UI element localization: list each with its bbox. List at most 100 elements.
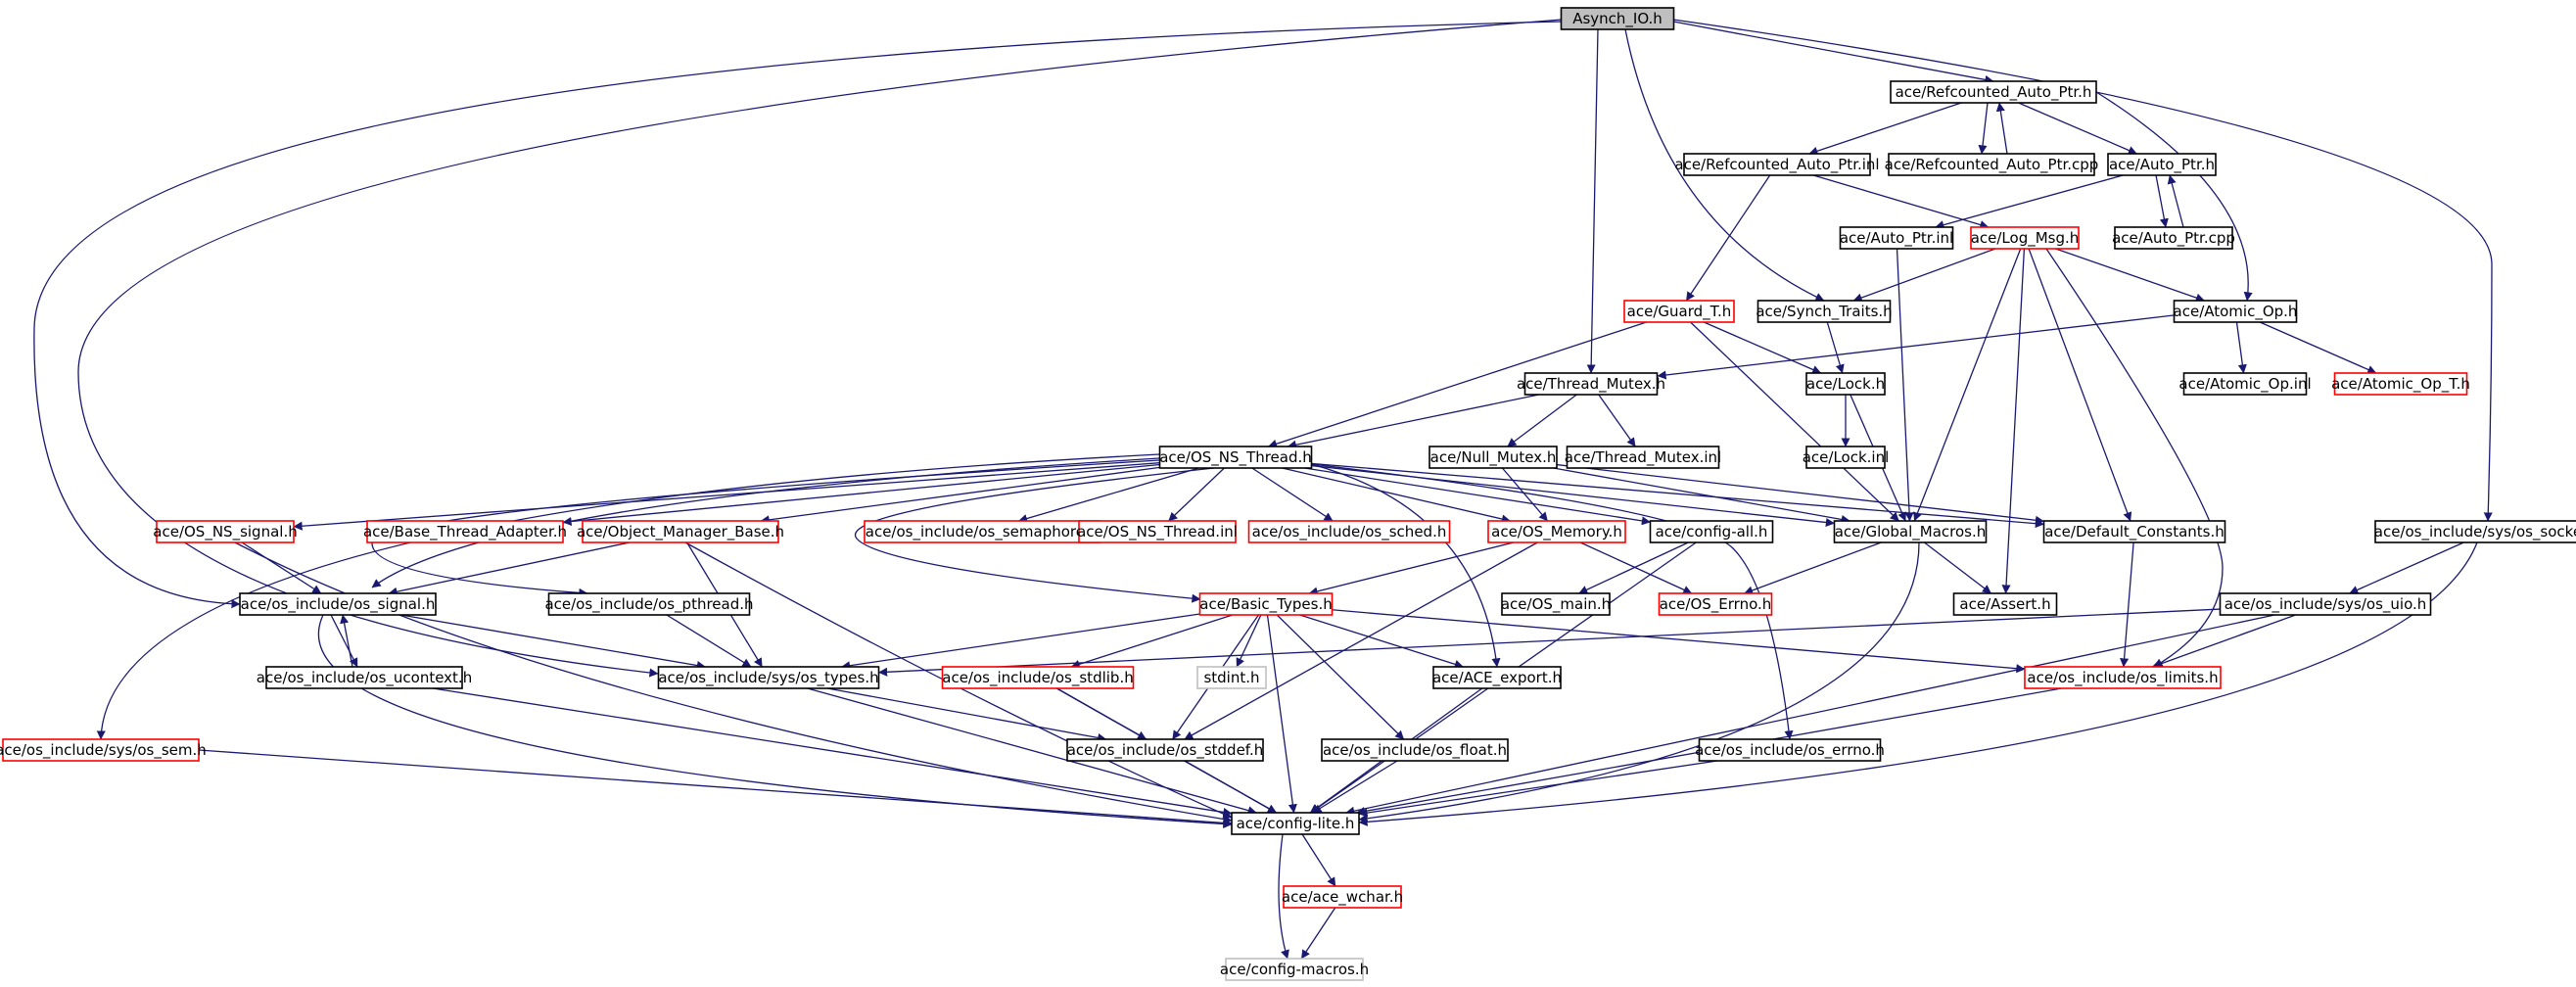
node-sys-os-socket-h[interactable]: ace/os_include/sys/os_socket.h bbox=[2374, 520, 2576, 543]
node-thread-mutex-inl[interactable]: ace/Thread_Mutex.inl bbox=[1565, 446, 1721, 469]
node-os-main-h[interactable]: ace/OS_main.h bbox=[1501, 592, 1611, 616]
node-os-stdlib-h[interactable]: ace/os_include/os_stdlib.h bbox=[941, 666, 1135, 689]
node-os-pthread-h[interactable]: ace/os_include/os_pthread.h bbox=[544, 592, 754, 616]
node-ace-export-h[interactable]: ace/ACE_export.h bbox=[1432, 666, 1562, 689]
node-auto-ptr-inl[interactable]: ace/Auto_Ptr.inl bbox=[1839, 226, 1954, 250]
node-os-memory-h[interactable]: ace/OS_Memory.h bbox=[1487, 520, 1626, 543]
node-auto-ptr-h[interactable]: ace/Auto_Ptr.h bbox=[2107, 153, 2217, 176]
edge-os-errno-h-to-config-lite-h bbox=[1358, 760, 1718, 818]
node-default-constants-h[interactable]: ace/Default_Constants.h bbox=[2042, 520, 2226, 543]
node-os-sched-h[interactable]: ace/os_include/os_sched.h bbox=[1247, 520, 1451, 543]
edge-os-signal-h-to-sys-os-types-h bbox=[400, 614, 706, 671]
node-log-msg-h[interactable]: ace/Log_Msg.h bbox=[1970, 226, 2080, 250]
edge-basic-types-h-to-config-lite-h bbox=[1266, 614, 1297, 814]
node-os-float-h[interactable]: ace/os_include/os_float.h bbox=[1321, 738, 1509, 762]
edge-os-memory-h-to-os-stddef-h bbox=[1184, 541, 1538, 740]
node-box bbox=[1890, 80, 2097, 104]
edge-refcounted-auto-ptr-inl-to-log-msg-h bbox=[1812, 174, 1990, 229]
node-os-stddef-h[interactable]: ace/os_include/os_stddef.h bbox=[1066, 738, 1264, 762]
node-os-errno-h[interactable]: ace/os_include/os_errno.h bbox=[1695, 738, 1885, 762]
node-label: ace/OS_Errno.h bbox=[1660, 595, 1772, 614]
edge-basic-types-h-to-os-limits-h bbox=[1332, 609, 2026, 674]
node-label: ace/Thread_Mutex.inl bbox=[1565, 448, 1721, 467]
edge-os-ns-thread-h-to-basic-types-h bbox=[854, 467, 1215, 603]
node-atomic-op-t-h[interactable]: ace/Atomic_Op_T.h bbox=[2331, 372, 2470, 396]
node-box bbox=[1805, 446, 1886, 469]
node-lock-h[interactable]: ace/Lock.h bbox=[1805, 372, 1886, 396]
node-label: ace/Auto_Ptr.h bbox=[2109, 156, 2215, 174]
edge-os-ucontext-h-to-os-signal-h bbox=[340, 614, 353, 668]
edge-sys-os-uio-h-to-config-lite-h bbox=[1345, 614, 2275, 816]
node-box bbox=[366, 520, 564, 543]
node-label: ace/Null_Mutex.h bbox=[1430, 448, 1557, 467]
node-label: ace/Basic_Types.h bbox=[1199, 595, 1332, 614]
edge-thread-mutex-h-to-thread-mutex-inl bbox=[1598, 394, 1636, 447]
node-box bbox=[1231, 812, 1360, 835]
node-os-ns-signal-h[interactable]: ace/OS_NS_signal.h bbox=[153, 520, 298, 543]
node-os-ucontext-h[interactable]: ace/os_include/os_ucontext.h bbox=[257, 666, 472, 689]
edge-refcounted-auto-ptr-h-to-refcounted-auto-ptr-cpp bbox=[1978, 102, 1989, 155]
node-sys-os-uio-h[interactable]: ace/os_include/sys/os_uio.h bbox=[2219, 592, 2432, 616]
edge-os-ns-thread-h-to-os-sched-h bbox=[1251, 467, 1334, 522]
node-config-lite-h[interactable]: ace/config-lite.h bbox=[1231, 812, 1360, 835]
node-label: ace/os_include/sys/os_uio.h bbox=[2225, 595, 2427, 614]
node-label: ace/Refcounted_Auto_Ptr.h bbox=[1896, 83, 2092, 102]
node-label: ace/config-lite.h bbox=[1237, 815, 1355, 832]
edge-os-ns-thread-h-to-os-memory-h bbox=[1282, 467, 1511, 524]
node-refcounted-auto-ptr-cpp[interactable]: ace/Refcounted_Auto_Ptr.cpp bbox=[1885, 153, 2099, 176]
edge-global-macros-h-to-config-lite-h bbox=[1358, 541, 1920, 823]
edge-os-ucontext-h-to-config-lite-h bbox=[433, 687, 1233, 817]
edge-sys-os-types-h-to-config-lite-h bbox=[807, 687, 1257, 816]
node-os-semaphore-h[interactable]: ace/os_include/os_semaphore.h bbox=[864, 520, 1101, 543]
node-box bbox=[1649, 520, 1774, 543]
node-synch-traits-h[interactable]: ace/Synch_Traits.h bbox=[1756, 300, 1893, 323]
node-auto-ptr-cpp[interactable]: ace/Auto_Ptr.cpp bbox=[2112, 226, 2235, 250]
node-os-signal-h[interactable]: ace/os_include/os_signal.h bbox=[239, 592, 437, 616]
edge-sys-os-socket-h-to-sys-os-uio-h bbox=[2349, 541, 2464, 594]
node-thread-mutex-h[interactable]: ace/Thread_Mutex.h bbox=[1517, 372, 1665, 396]
node-guard-t-h[interactable]: ace/Guard_T.h bbox=[1623, 300, 1735, 323]
edge-os-signal-h-to-os-ucontext-h bbox=[330, 614, 358, 668]
node-assert-h[interactable]: ace/Assert.h bbox=[1952, 592, 2058, 616]
node-null-mutex-h[interactable]: ace/Null_Mutex.h bbox=[1429, 446, 1558, 469]
node-basic-types-h[interactable]: ace/Basic_Types.h bbox=[1198, 592, 1334, 616]
node-global-macros-h[interactable]: ace/Global_Macros.h bbox=[1833, 520, 1988, 543]
edge-atomic-op-h-to-atomic-op-t-h bbox=[2259, 321, 2377, 374]
node-object-manager-base-h[interactable]: ace/Object_Manager_Base.h bbox=[577, 520, 784, 543]
node-os-limits-h[interactable]: ace/os_include/os_limits.h bbox=[2024, 666, 2222, 689]
node-ace-wchar-h[interactable]: ace/ace_wchar.h bbox=[1282, 885, 1403, 909]
node-os-ns-thread-inl[interactable]: ace/OS_NS_Thread.inl bbox=[1077, 520, 1238, 543]
node-label: ace/Atomic_Op.h bbox=[2174, 303, 2298, 321]
node-refcounted-auto-ptr-inl[interactable]: ace/Refcounted_Auto_Ptr.inl bbox=[1674, 153, 1880, 176]
edge-refcounted-auto-ptr-cpp-to-refcounted-auto-ptr-h bbox=[1995, 102, 2008, 155]
node-sys-os-types-h[interactable]: ace/os_include/sys/os_types.h bbox=[657, 666, 880, 689]
node-box bbox=[1833, 520, 1988, 543]
edge-thread-mutex-h-to-null-mutex-h bbox=[1507, 394, 1577, 447]
node-label: stdint.h bbox=[1203, 669, 1259, 686]
node-label: ace/os_include/os_semaphore.h bbox=[866, 523, 1100, 541]
node-atomic-op-inl[interactable]: ace/Atomic_Op.inl bbox=[2178, 372, 2312, 396]
node-label: ace/Atomic_Op.inl bbox=[2178, 375, 2311, 394]
edge-os-ns-signal-h-to-os-signal-h bbox=[241, 541, 322, 594]
edge-auto-ptr-cpp-to-auto-ptr-h bbox=[2167, 174, 2184, 228]
node-sys-os-sem-h[interactable]: ace/os_include/sys/os_sem.h bbox=[0, 738, 207, 762]
node-label: ace/OS_NS_Thread.h bbox=[1159, 448, 1312, 467]
node-atomic-op-h[interactable]: ace/Atomic_Op.h bbox=[2174, 300, 2298, 323]
node-os-errno-h-ace[interactable]: ace/OS_Errno.h bbox=[1658, 592, 1773, 616]
edge-refcounted-auto-ptr-inl-to-guard-t-h bbox=[1685, 174, 1771, 302]
node-label: ace/Log_Msg.h bbox=[1971, 229, 2080, 248]
node-config-all-h[interactable]: ace/config-all.h bbox=[1649, 520, 1774, 543]
node-base-thread-adapter-h[interactable]: ace/Base_Thread_Adapter.h bbox=[363, 520, 567, 543]
edge-os-ns-thread-h-to-default-constants-h bbox=[1311, 462, 2044, 529]
node-lock-inl[interactable]: ace/Lock.inl bbox=[1803, 446, 1890, 469]
node-label: ace/config-all.h bbox=[1656, 523, 1768, 540]
node-box bbox=[1756, 300, 1892, 323]
node-box bbox=[1078, 520, 1237, 543]
node-label: ace/ACE_export.h bbox=[1432, 669, 1562, 687]
node-box bbox=[1658, 592, 1773, 616]
edge-asynch-io-h-to-sys-os-types-h bbox=[77, 19, 1563, 678]
edge-os-ns-thread-h-to-config-all-h bbox=[1304, 467, 1651, 526]
node-asynch-io-h[interactable]: Asynch_IO.h bbox=[1560, 7, 1675, 30]
node-refcounted-auto-ptr-h[interactable]: ace/Refcounted_Auto_Ptr.h bbox=[1890, 80, 2097, 104]
node-os-ns-thread-h[interactable]: ace/OS_NS_Thread.h bbox=[1158, 446, 1313, 469]
